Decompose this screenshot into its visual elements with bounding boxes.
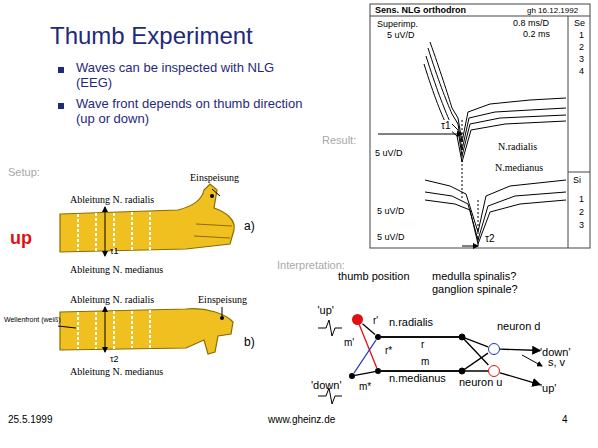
text-label: τ1 [110,246,119,256]
nerve-point: 'up' [352,314,363,325]
text-label: thumb position [338,270,410,283]
text-label: 5 uV/D [386,30,416,40]
text-label: 5 uV/D [374,148,404,158]
text-label: 3 [578,220,585,230]
text-label: 4 [578,66,585,76]
nerve-connection [381,337,488,347]
interpretation-extras [318,320,542,404]
text-label: 1 [578,194,585,204]
text-label: Ableitung N. medianus [70,264,163,276]
nerve-connection [381,337,488,365]
node-text: neuron d [497,320,540,333]
nerve-point: n.medianus [375,368,381,374]
text-label: Wave front depends on thumb direction (u… [76,97,312,127]
text-label: N.radialis [497,141,538,153]
node-text: 'up' [540,382,556,394]
text-label: b) [244,336,255,350]
text-label: Result: [322,134,356,147]
nerve-connection [500,349,540,350]
node-text: n.radialis [389,316,433,329]
edge-label: r [420,339,425,351]
arm-b [58,307,233,354]
text-label: τ1 [440,120,452,132]
bullet [58,103,64,109]
text-label: gh 16.12.1992 [526,6,579,15]
nerve-connection [354,340,376,373]
nerve-connection [381,353,488,371]
edge-label: m [420,356,430,368]
edge-label: m' [343,337,355,349]
nerve-connection [355,372,375,376]
text-label: 3 [578,54,585,64]
node-text: 'down' [540,346,571,358]
text-label: 4 [562,414,568,426]
text-label: Superimp. [376,19,419,29]
text-label: Si [572,175,582,185]
neuron-circle: neuron d [488,343,500,355]
text-label: Setup: [8,166,40,179]
text-label: Einspeisung [198,294,247,306]
text-label: N.medianus [494,162,544,174]
node-text: n.medianus [389,372,446,385]
text-label: a) [244,220,255,234]
text-label: 2 [578,42,585,52]
neuron-circle: neuron u [488,365,500,377]
node-text: 'up' [318,304,334,317]
text-label: 5 uV/D [376,232,406,242]
text-label: Se [573,18,586,28]
nerve-point: n.radialis [375,334,381,340]
arm-a [60,184,234,256]
slide-title: Thumb Experiment [50,22,253,50]
text-label: 25.5.1999 [8,414,53,426]
bullet [58,67,64,73]
text-label: Waves can be inspected with NLG (EEG) [76,61,312,91]
text-label: Wellenfront (weiß) [4,316,61,324]
text-label: 5 uV/D [376,206,406,216]
edge-label: r* [384,345,393,357]
node-text: 'down' [311,379,342,392]
text-label: medulla spinalis? ganglion spinale? [432,270,550,295]
edge-label: m* [358,381,372,393]
text-label: Ableitung N. medianus [70,366,163,378]
text-label: Sens. NLG orthodron [374,5,467,15]
output-label: 'down' [540,342,571,360]
text-label: Ableitung N. radialis [70,294,154,306]
text-label: up [10,228,32,249]
edge-label: r' [372,315,379,327]
text-label: Ableitung N. radialis [70,194,154,206]
text-label: 0.2 ms [522,29,551,39]
nerve-point: 'down' [349,373,355,379]
text-label: 2 [578,207,585,217]
text-label: Interpretation: [277,259,345,272]
text-label: τ2 [484,233,496,245]
text-label: 1 [578,30,585,40]
nerve-connection [500,373,540,385]
oscilloscope [370,4,590,248]
output-label: 'up' [540,378,556,396]
text-label: τ2 [110,354,119,364]
node-text: neuron u [459,376,502,389]
text-label: 0.8 ms/D [512,18,550,28]
text-label: www.gheinz.de [268,414,335,426]
text-label: Einspeisung [190,172,239,184]
